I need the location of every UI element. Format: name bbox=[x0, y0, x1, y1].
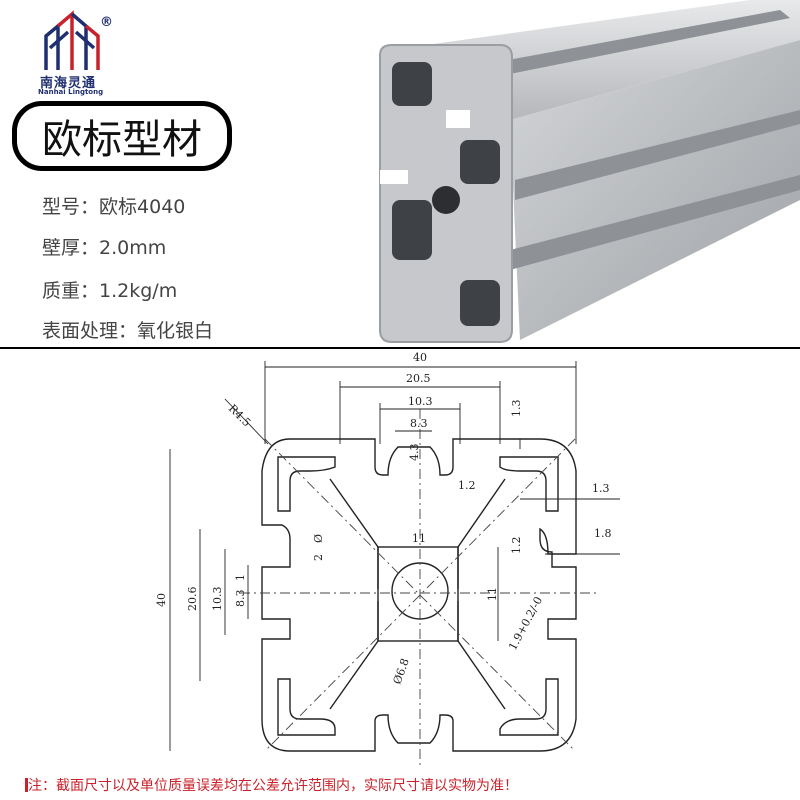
note-marker bbox=[25, 778, 28, 792]
registered-mark: ® bbox=[100, 15, 113, 30]
dim-wall-c: 1.2 bbox=[510, 537, 523, 555]
dim-wall-b: 1.3 bbox=[592, 482, 610, 495]
dim-slot-inner: 10.3 bbox=[408, 395, 433, 408]
dim-slot-outer: 20.5 bbox=[406, 372, 431, 385]
dim-core: 11 bbox=[412, 532, 426, 545]
dim-core-v: 11 bbox=[486, 587, 499, 601]
dim-left-outer: 20.6 bbox=[186, 587, 199, 612]
brand-name-en: Nanhai Lingtong bbox=[38, 88, 104, 96]
spec-weight: 质重：1.2kg/m bbox=[42, 280, 178, 302]
dim-height: 40 bbox=[155, 593, 168, 607]
dim-hole: Ø6.8 bbox=[391, 657, 412, 686]
brand-logo: ® bbox=[44, 10, 113, 70]
dim-left-small: 1 bbox=[234, 574, 247, 581]
dim-width: 40 bbox=[413, 351, 427, 364]
spec-wall: 壁厚：2.0mm bbox=[42, 237, 167, 259]
dim-tolerance: 1.9+0.2/-0 bbox=[506, 595, 545, 653]
dim-depth: 4.3 bbox=[408, 444, 421, 462]
dim-left-mid: 10.3 bbox=[211, 587, 224, 612]
cross-section-drawing: 40 20.5 10.3 8.3 1.3 4.3 1.2 1.3 1.2 1.8… bbox=[155, 351, 620, 769]
dim-lip: 1.3 bbox=[510, 400, 523, 418]
dim-left-inner: 8.3 bbox=[234, 590, 247, 608]
dim-wall-d: 1.8 bbox=[594, 527, 612, 540]
spec-surface: 表面处理：氧化银白 bbox=[42, 320, 214, 342]
dim-radius: R4.5 bbox=[226, 402, 253, 429]
spec-model: 型号：欧标4040 bbox=[42, 196, 186, 218]
section-divider bbox=[0, 347, 800, 349]
dim-phi: Ø bbox=[312, 534, 325, 543]
profile-3d-image bbox=[379, 0, 800, 343]
dim-wall-a: 1.2 bbox=[458, 479, 476, 492]
product-title: 欧标型材 bbox=[12, 101, 232, 171]
brand-name-cn: 南海灵通 bbox=[40, 76, 97, 91]
dim-slot-open: 8.3 bbox=[410, 417, 428, 430]
dim-left-gap: 2 bbox=[312, 554, 325, 561]
disclaimer-note: 注：截面尺寸以及单位质量误差均在公差允许范围内，实际尺寸请以实物为准！ bbox=[28, 778, 518, 794]
